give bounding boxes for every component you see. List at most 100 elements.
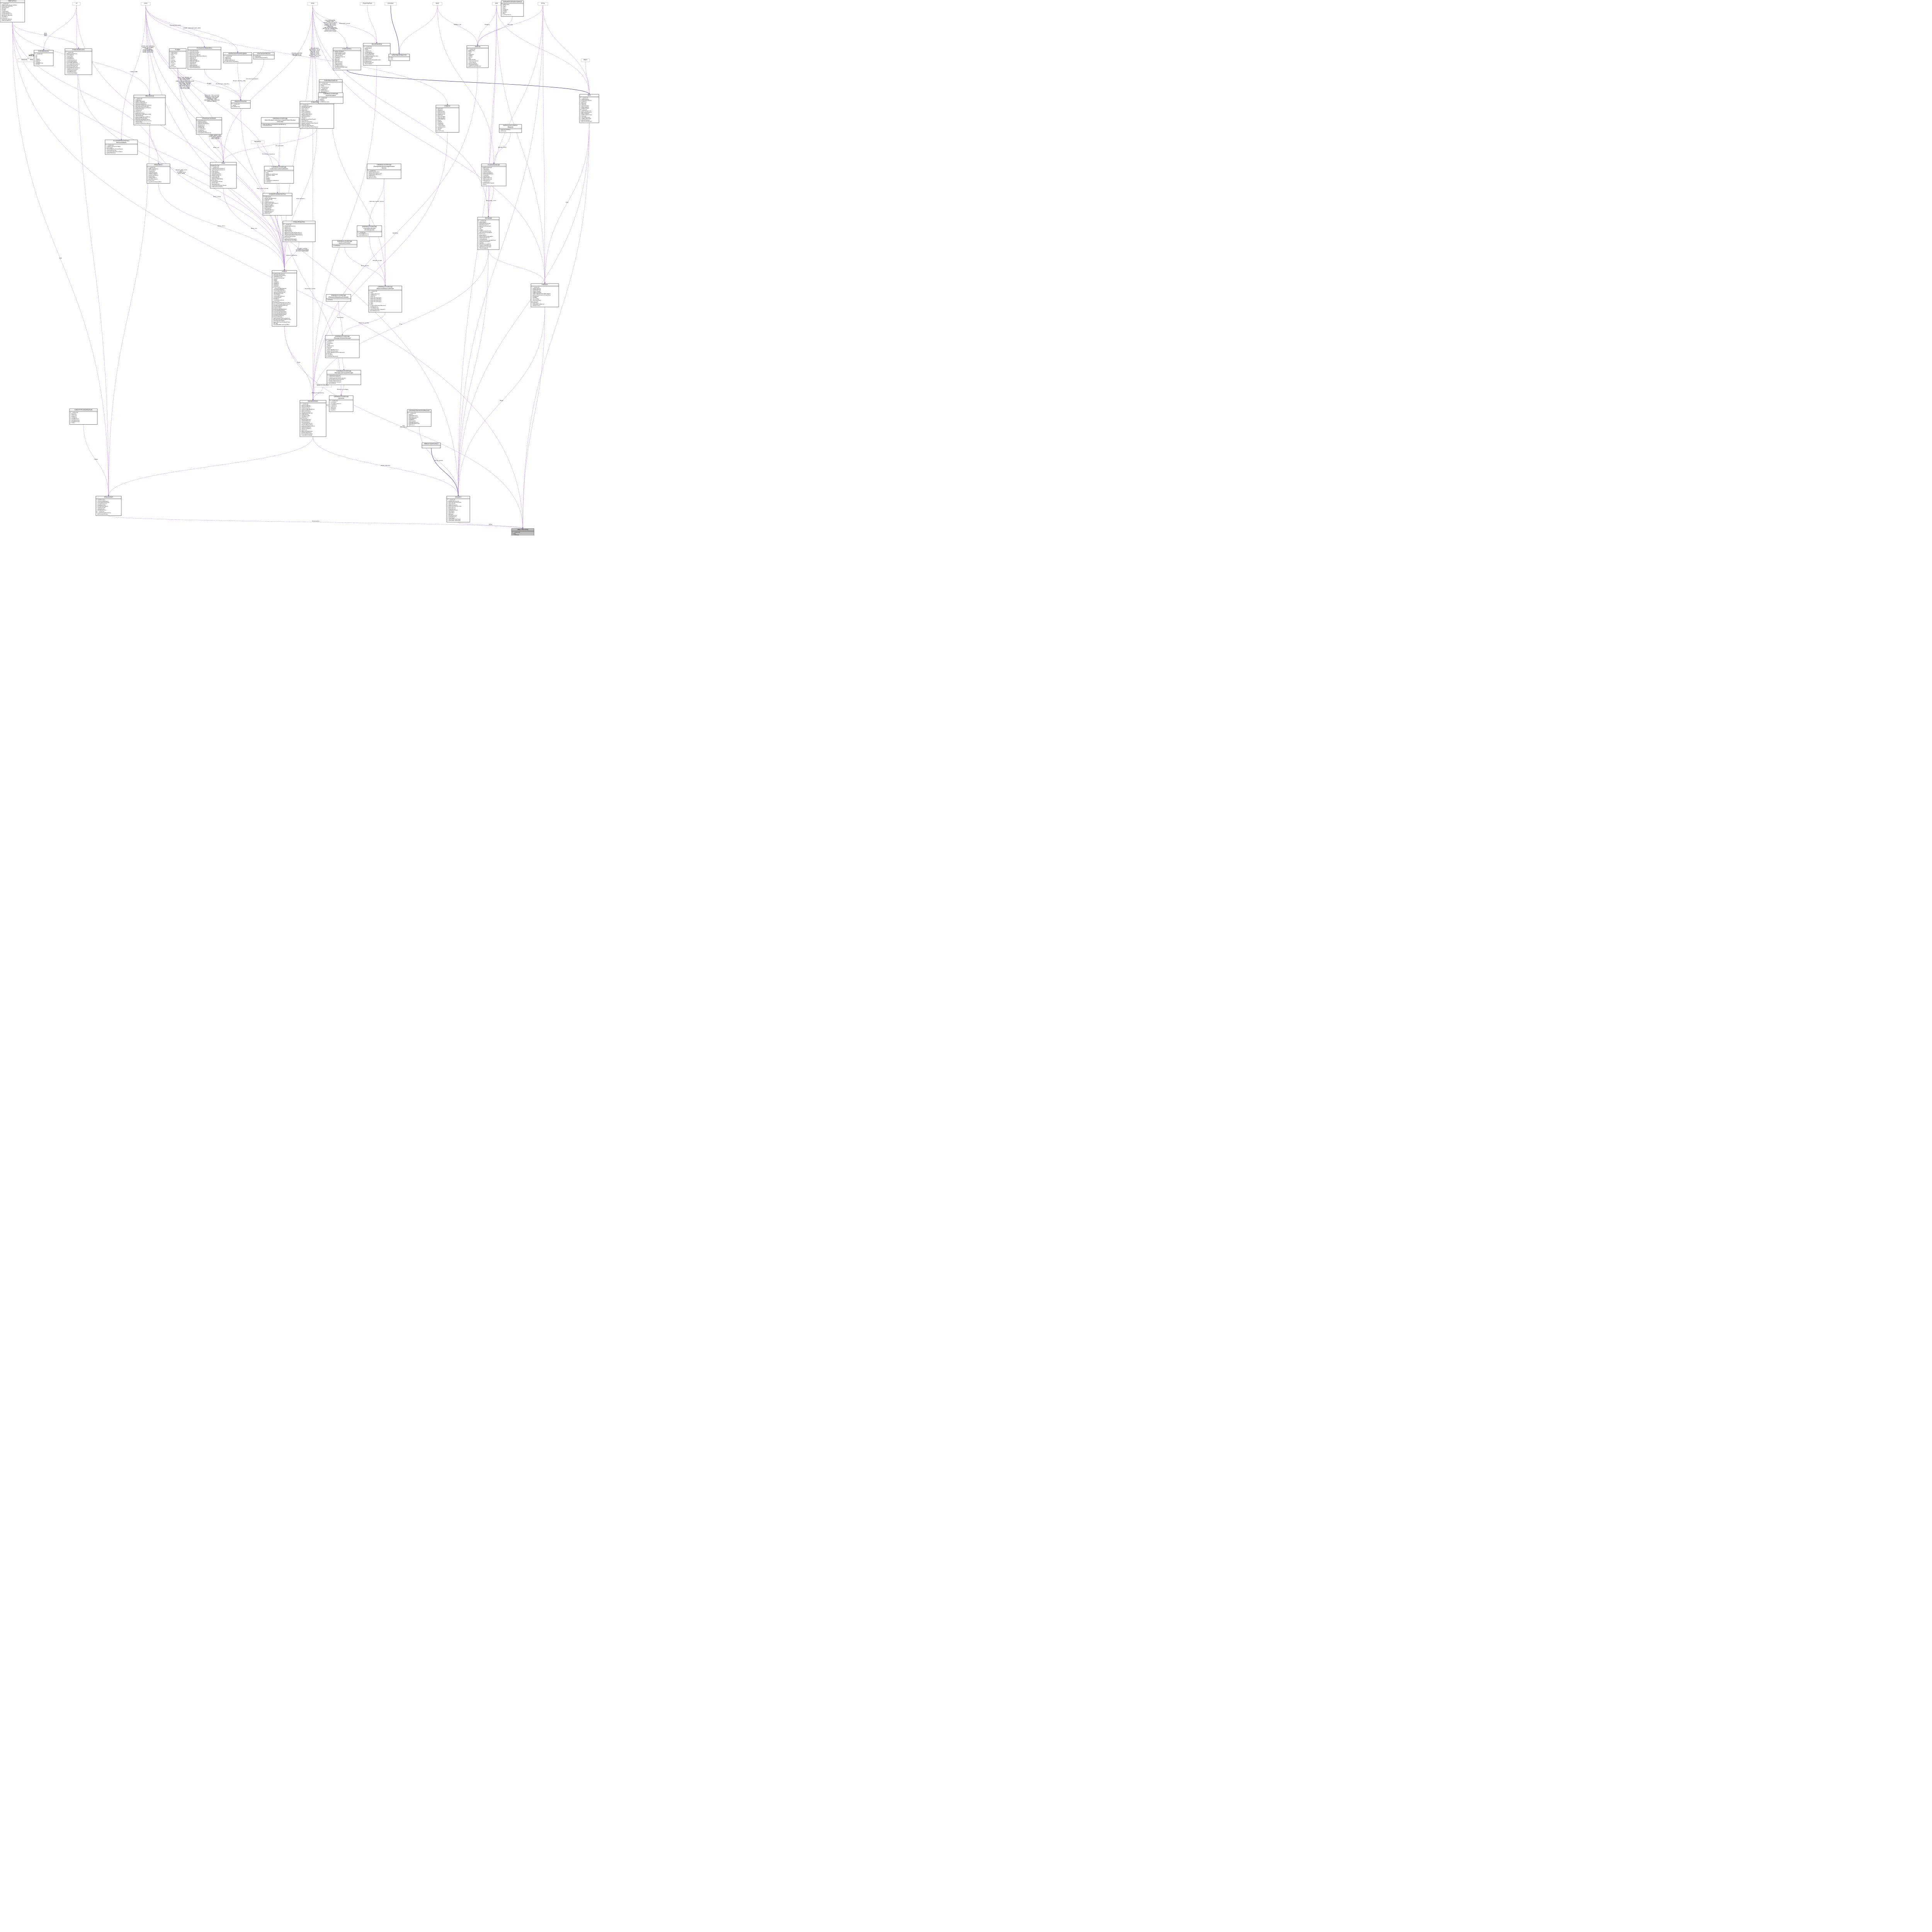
- class-member: + getGroupOfObj(): [301, 111, 310, 112]
- class-member: + isProtected(): [134, 121, 142, 123]
- edge-int-to-il-object: [76, 5, 285, 271]
- edge-label: ~DEFAULT_LANGUAGE: [178, 82, 191, 83]
- class-member: + getTrashSubTree(): [197, 122, 207, 123]
- class-member: + setCtrlPar(): [447, 511, 454, 512]
- edge-label: #logger: [207, 83, 212, 84]
- class-member: + getLastname(): [437, 113, 446, 115]
- class-title: ilEventHandling: [372, 44, 382, 45]
- class-member: - __storeReference(): [66, 71, 76, 73]
- class-title: PluginInterface: [363, 3, 372, 4]
- class-member: + __construct(): [301, 104, 309, 105]
- class-member: # getTranslations(): [364, 62, 374, 63]
- class-node-il-ctrl: ilCtrl+ __construct()+ callBaseClass()+ …: [579, 94, 599, 123]
- class-title: ILIAS\ResourceStorage: [337, 371, 351, 372]
- class-member: + __construct(): [368, 170, 376, 172]
- class-member: + getRoleListByObject(): [134, 102, 147, 103]
- edge-label: #bj_preloaded: [311, 48, 319, 49]
- class-member: + append(): [369, 296, 375, 297]
- class-member: + preloadObjectCache(): [66, 65, 78, 66]
- class-member: and 74 more...: [1, 17, 9, 19]
- class-member: + __construct(): [232, 103, 240, 105]
- edge-il-ctrl-to-il-rbctd-handling: [522, 122, 590, 529]
- edge-iliasresource-storage-stream-manager-to-iliasresource-storage-container-manager: [342, 358, 344, 371]
- edge-arrowhead: [493, 163, 495, 164]
- class-member: + getComponents(): [189, 53, 199, 54]
- class-member: + getTableSize(): [1, 7, 9, 8]
- class-member: + removeSingleUserFromTable(): [106, 151, 122, 152]
- class-member: + deleteTemplate(): [148, 172, 158, 173]
- class-member: + getSequenceName(): [1, 15, 13, 16]
- class-member: # removeAllDataRelatedToObject(): [273, 303, 291, 304]
- class-member: + populateRevision(): [358, 235, 369, 236]
- class-node-il-object-data-cache-db: ILIAS\Data\Color+ __construct()+ r()+ g(…: [34, 50, 54, 66]
- edge-const-to-il-rbac-review: [145, 5, 150, 95]
- class-member: + appendMessage(): [364, 53, 374, 54]
- class-member: + setInitialRuntime(): [106, 150, 117, 151]
- class-member: + preloadTranslations(): [66, 66, 78, 67]
- edge-arrowhead: [343, 369, 345, 371]
- class-node-il-global-template: ilGlobalTemplateInterface+ hideFooter()+…: [262, 193, 293, 216]
- class-member: and 31 more...: [273, 301, 281, 302]
- class-box: [360, 2, 375, 6]
- class-member: + getCallHistory(): [580, 119, 590, 121]
- class-member: + cloneResource(): [369, 307, 379, 309]
- class-member: + populateRevision(): [358, 233, 369, 235]
- class-member: + warning(): [170, 61, 176, 62]
- class-member: + getTabsByFieldName(): [532, 303, 544, 305]
- edge-label: ~PARAM_CMD_MODE: [324, 23, 336, 25]
- class-member: + getHelpSubjects(): [408, 422, 418, 423]
- class-member: - getLastPrototypeUsingIdForCopy(): [273, 319, 291, 320]
- class-member: + getStyleSettings(): [301, 419, 311, 420]
- class-box: [299, 400, 327, 437]
- edge-arrowhead: [346, 47, 348, 48]
- class-box: [332, 240, 357, 248]
- class-member: + PARAM_BASE_CLASS: [334, 52, 346, 54]
- class-title: \Preloader\RepositoryPreloader: [328, 296, 349, 298]
- edge-label: #help_request: [435, 459, 443, 461]
- edge-il-object-to-il-style-definition: [284, 326, 313, 401]
- edge-label: #tree_root: [213, 146, 219, 148]
- edge-label: #rbac_review: [213, 196, 221, 197]
- class-member: + close(): [70, 422, 75, 423]
- class-member: + setCmd(): [580, 104, 587, 105]
- class-member: + hasPluginId(): [189, 62, 197, 63]
- class-member: + __construct(): [320, 82, 328, 84]
- class-member: + _lookupDefaultSkin(): [301, 423, 313, 424]
- edge-label: #stream_access: [373, 260, 382, 261]
- class-member: + getAssignableRolesInSubtree(): [134, 104, 151, 106]
- class-member: + lookupOfflineStatus(): [66, 62, 78, 63]
- class-node-iliasresource-storage-events: ILIAS\ResourceStorage\Events\Subject+ __…: [318, 92, 344, 104]
- class-node-static: static: [432, 2, 442, 6]
- class-member: + lookupType(): [66, 57, 73, 58]
- class-member: + getScreenId(): [447, 507, 456, 509]
- class-title: ilObjectDefinition: [311, 102, 322, 103]
- class-member: + hasActivatedPlugin(): [189, 67, 201, 68]
- edge-label: ~MESSAGE_TYPE_QUESTION: [204, 99, 220, 101]
- class-member: + getOperationsByTypeAndObj(): [134, 114, 151, 115]
- class-member: + setBlockedStatus(): [148, 168, 158, 170]
- class-member: + setSubScreenId(): [447, 504, 457, 506]
- class-member: + setType(): [273, 284, 279, 285]
- class-member: + _lookupEntry(): [478, 238, 487, 240]
- class-member: + getPluginByName(): [189, 66, 200, 67]
- class-box: [264, 166, 294, 184]
- class-member: + getHTML(): [334, 57, 340, 59]
- class-member: + deleteAll(): [502, 9, 509, 10]
- class-member: + moveToTrash(): [197, 128, 206, 130]
- class-member: + setCurrentStyle(): [301, 406, 311, 407]
- class-member: + error(): [170, 62, 175, 63]
- edge-il-cached-language-to-il-language: [488, 186, 494, 218]
- class-member: + detach(): [319, 100, 325, 101]
- class-member: + getComponentById(): [189, 54, 201, 55]
- class-member: + isHelpPage(): [447, 517, 455, 519]
- class-box: [169, 48, 187, 68]
- class-member: + writePref(): [437, 122, 443, 124]
- class-member: # __getAsSuperPermission(): [97, 512, 111, 514]
- class-member: # removePath(): [328, 383, 336, 384]
- class-member: + getContentLanguage(): [478, 225, 492, 227]
- class-node-il-help-gui: ilHelpGUI+ __construct()+ setDefaultScre…: [446, 496, 470, 522]
- class-member: + getCmd(): [580, 102, 587, 104]
- class-member: + addStreamToContainer(): [328, 381, 342, 383]
- edge-label: #irss: [326, 404, 329, 406]
- class-member: + getHandler(): [364, 48, 372, 49]
